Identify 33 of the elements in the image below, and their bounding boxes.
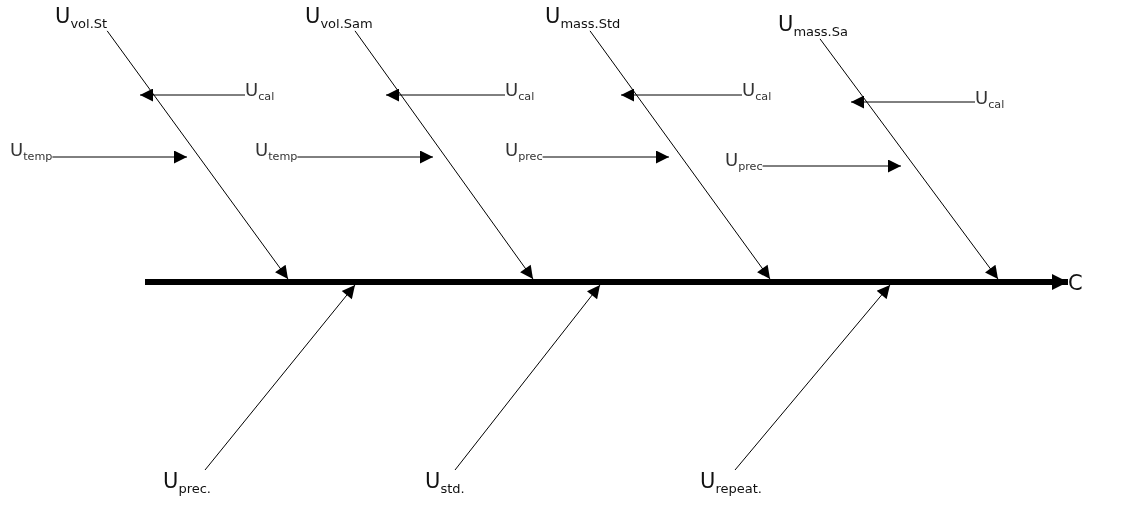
sub-factor-label: U$_{prec}$: [725, 150, 763, 174]
spine-bar: [145, 279, 1015, 285]
arrow: [354, 30, 534, 280]
sub-factor-label: U$_{temp}$: [255, 140, 298, 164]
arrow: [454, 284, 601, 471]
sub-factor-label: U$_{cal}$: [975, 88, 1005, 112]
arrow: [106, 30, 289, 280]
factor-label: U$_{vol.Sam}$: [305, 5, 373, 31]
arrow: [139, 88, 246, 102]
arrow: [589, 30, 771, 280]
factor-label: U$_{mass.Std}$: [545, 5, 621, 31]
arrow: [819, 38, 999, 280]
arrow: [762, 159, 902, 173]
factor-label: U$_{mass.Sa}$: [778, 13, 848, 39]
arrow: [620, 88, 743, 102]
factor-label: U$_{repeat.}$: [700, 470, 762, 496]
arrow: [850, 95, 976, 109]
sub-factor-label: U$_{temp}$: [10, 140, 53, 164]
factor-label: C: [1068, 272, 1083, 296]
arrow: [296, 150, 434, 164]
factor-label: U$_{vol.St}$: [55, 5, 108, 31]
factor-label: U$_{prec.}$: [163, 470, 211, 496]
arrow: [1015, 274, 1068, 290]
arrow: [734, 284, 891, 471]
sub-factor-label: U$_{cal}$: [245, 80, 275, 104]
arrow: [542, 150, 670, 164]
sub-factor-label: U$_{cal}$: [742, 80, 772, 104]
arrow: [204, 284, 356, 471]
factor-label: U$_{std.}$: [425, 470, 465, 496]
sub-factor-label: U$_{cal}$: [505, 80, 535, 104]
sub-factor-label: U$_{prec}$: [505, 140, 543, 164]
arrow: [385, 88, 506, 102]
arrow: [51, 150, 188, 164]
